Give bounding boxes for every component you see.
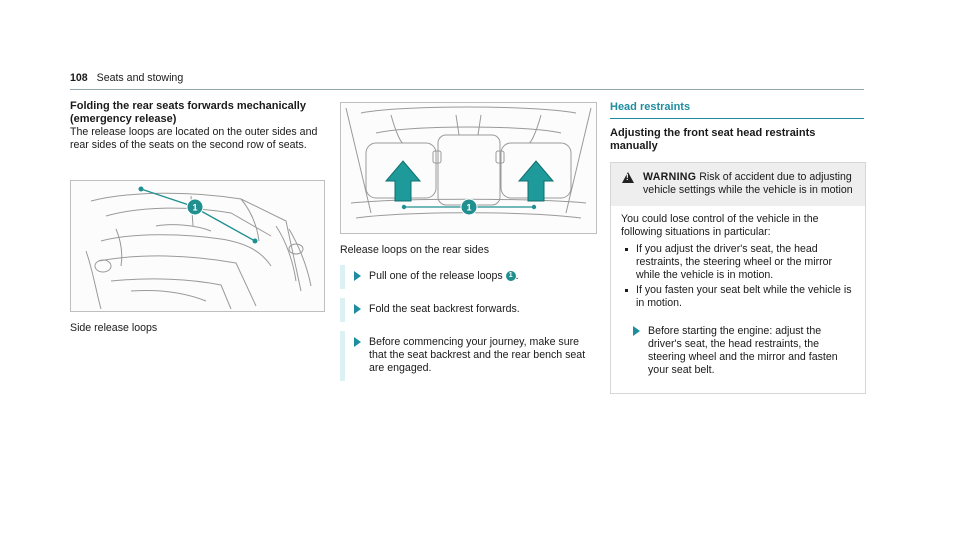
loop-marker-left	[401, 204, 407, 210]
callout-label: 1	[466, 203, 471, 213]
fold-seat-steps: Pull one of the release loops 1. Fold th…	[340, 265, 598, 390]
warning-box: WARNING Risk of accident due to adjustin…	[610, 162, 866, 394]
side-release-loops-figure: 1	[70, 180, 325, 312]
step-text: Pull one of the release loops	[369, 270, 503, 282]
step-fold-backrest: Fold the seat backrest forwards.	[340, 298, 598, 322]
warning-body: You could lose control of the vehicle in…	[611, 206, 865, 393]
loop-marker-top	[138, 186, 144, 192]
callout-number-icon	[186, 198, 204, 216]
warning-header: WARNING Risk of accident due to adjustin…	[611, 163, 865, 206]
loop-marker-side	[252, 238, 258, 244]
warning-step: Before starting the engine: adjust the d…	[621, 316, 856, 385]
step-arrow-icon	[354, 337, 361, 347]
adjust-head-restraints-heading: Adjusting the front seat head restraints…	[610, 127, 816, 152]
header-divider	[70, 89, 864, 90]
rear-seat-illustration: 1	[345, 106, 592, 219]
column-left: Folding the rear seats forwards mechanic…	[70, 100, 325, 152]
step-arrow-icon	[354, 304, 361, 314]
warning-bullet: If you adjust the driver's seat, the hea…	[621, 243, 856, 282]
step-check-engaged: Before commencing your journey, make sur…	[340, 331, 598, 381]
head-restraints-title: Head restraints	[610, 101, 864, 119]
rear-release-loops-caption: Release loops on the rear sides	[340, 244, 489, 256]
release-loops-description: The release loops are located on the out…	[70, 126, 318, 151]
step-text: Before commencing your journey, make sur…	[369, 336, 586, 374]
step-arrow-icon	[633, 326, 640, 336]
page-number: 108	[70, 72, 88, 84]
warning-label: WARNING	[643, 171, 697, 183]
page-header: 108 Seats and stowing	[70, 72, 864, 85]
warning-intro: You could lose control of the vehicle in…	[621, 213, 819, 238]
step-suffix: .	[515, 270, 519, 282]
heading-line-1: Folding the rear seats forwards mechanic…	[70, 100, 306, 112]
callout-number-icon: 1	[505, 271, 516, 282]
warning-step-text: Before starting the engine: adjust the d…	[648, 325, 838, 376]
rear-release-loops-figure: 1	[340, 102, 597, 234]
emergency-release-heading: Folding the rear seats forwards mechanic…	[70, 100, 325, 126]
release-arrow-icon	[517, 160, 555, 202]
seat-side-illustration: 1	[85, 186, 312, 310]
callout-number-icon	[460, 198, 478, 216]
release-arrow-icon	[384, 160, 422, 202]
warning-triangle-icon	[622, 172, 634, 183]
step-arrow-icon	[354, 271, 361, 281]
step-pull-loop: Pull one of the release loops 1.	[340, 265, 598, 289]
section-name: Seats and stowing	[96, 72, 184, 84]
loop-marker-right	[531, 204, 537, 210]
step-text: Fold the seat backrest forwards.	[369, 303, 520, 315]
side-release-loops-caption: Side release loops	[70, 322, 158, 334]
heading-line-2: (emergency release)	[70, 113, 177, 125]
callout-label: 1	[192, 203, 197, 213]
warning-title: Risk of accident due to adjusting vehicl…	[643, 171, 853, 196]
warning-bullets: If you adjust the driver's seat, the hea…	[621, 243, 856, 310]
warning-bullet: If you fasten your seat belt while the v…	[621, 284, 856, 310]
